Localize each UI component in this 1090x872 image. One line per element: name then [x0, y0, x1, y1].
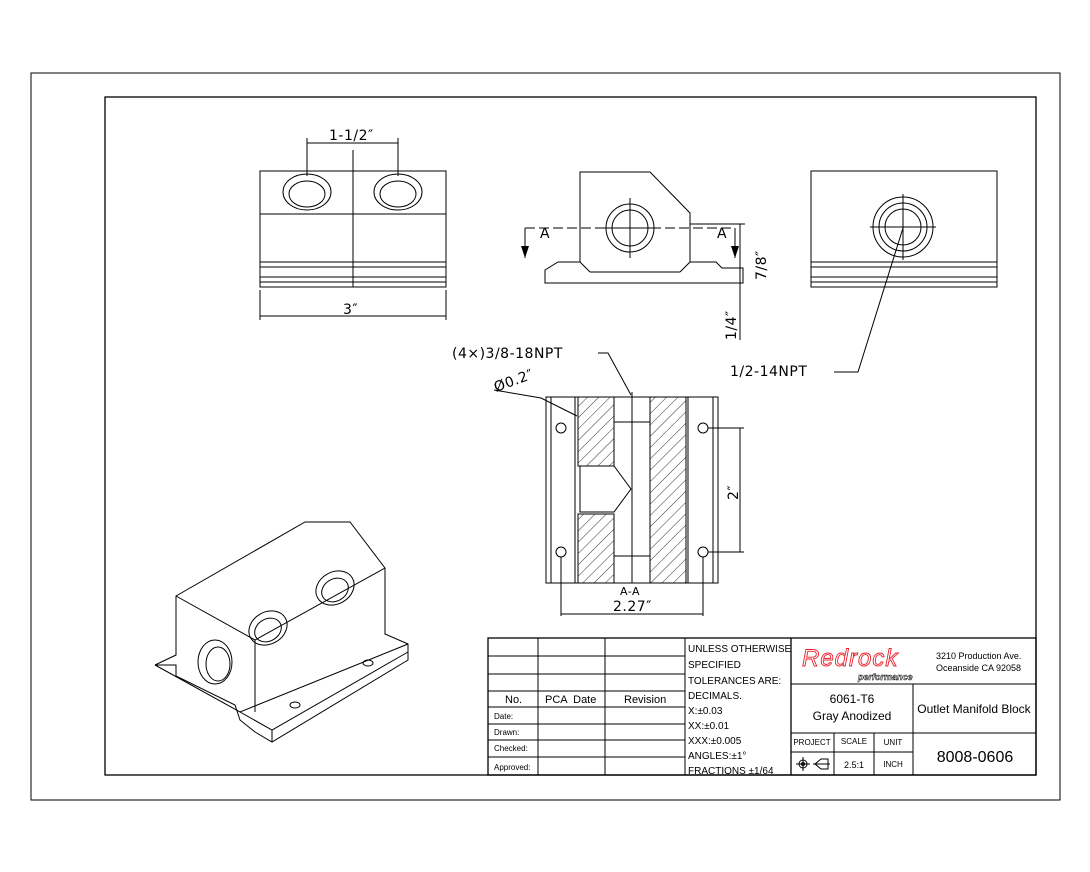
label-checked: Checked: — [494, 744, 528, 753]
tolerance-line: X:±0.03 — [688, 706, 723, 717]
part-name: Outlet Manifold Block — [917, 702, 1031, 716]
dim-hole-dia: Ø0.2″ — [492, 367, 536, 396]
unit-label: UNIT — [884, 738, 903, 747]
finish: Gray Anodized — [813, 709, 892, 723]
tolerance-line: UNLESS OTHERWISE — [688, 644, 791, 655]
dim-hole-spacing: 1-1/2″ — [329, 128, 374, 144]
dim-height: 7/8″ — [754, 250, 770, 280]
isometric-view — [154, 521, 409, 743]
section-mark-left: A — [540, 226, 550, 242]
section-view — [493, 352, 744, 616]
right-view — [810, 170, 998, 373]
part-number: 8008-0606 — [937, 749, 1014, 766]
dim-width-section: 2.27″ — [613, 599, 652, 615]
header-pca-date: PCA Date — [545, 694, 596, 706]
label-drawn: Drawn: — [494, 728, 519, 737]
section-label: A-A — [620, 585, 640, 598]
scale-label: SCALE — [841, 737, 867, 746]
project-label: PROJECT — [793, 738, 830, 747]
header-no: No. — [505, 694, 522, 706]
label-approved: Approved: — [494, 763, 530, 772]
npt-callout: 1/2-14NPT — [730, 364, 807, 380]
company-logo-sub: performance — [857, 672, 913, 682]
dim-base: 1/4″ — [724, 310, 740, 340]
dim-width: 3″ — [343, 302, 358, 318]
address-line1: 3210 Production Ave. — [936, 651, 1021, 661]
side-view — [521, 171, 745, 340]
unit-value: INCH — [883, 760, 903, 769]
tolerance-line: ANGLES:±1° — [688, 751, 746, 762]
ports-callout: (4×)3/8-18NPT — [452, 346, 563, 362]
tolerance-line: DECIMALS. — [688, 691, 742, 702]
scale-value: 2.5:1 — [844, 760, 864, 770]
address-line2: Oceanside CA 92058 — [936, 663, 1021, 673]
tolerance-line: FRACTIONS ±1/64 — [688, 766, 774, 777]
section-mark-right: A — [717, 226, 727, 242]
title-block — [487, 637, 1037, 776]
tolerance-line: XXX:±0.005 — [688, 736, 742, 747]
third-angle-projection-icon — [796, 757, 830, 771]
tolerance-line: SPECIFIED — [688, 660, 741, 671]
header-revision: Revision — [624, 694, 666, 706]
tolerances-note: UNLESS OTHERWISE SPECIFIED TOLERANCES AR… — [688, 644, 791, 777]
company-logo: Redrock — [802, 645, 899, 672]
tolerance-line: XX:±0.01 — [688, 721, 730, 732]
outer-border — [30, 72, 1061, 801]
material: 6061-T6 — [830, 692, 875, 706]
front-view — [259, 138, 447, 320]
label-date: Date: — [494, 712, 513, 721]
tolerance-line: TOLERANCES ARE: — [688, 676, 781, 687]
dim-hole-spacing-section: 2″ — [726, 485, 742, 500]
